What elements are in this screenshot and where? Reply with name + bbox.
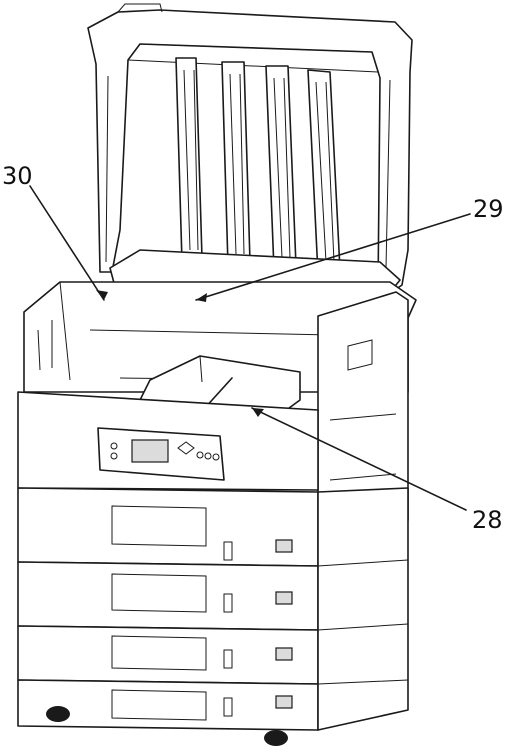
paper-tray-1 bbox=[17, 487, 319, 567]
image-drum-4 bbox=[307, 69, 341, 275]
paper-tray-4 bbox=[17, 679, 319, 731]
leader-line-29 bbox=[195, 213, 471, 301]
tray-side bbox=[317, 487, 409, 731]
front-panel bbox=[17, 391, 319, 491]
image-drum-2 bbox=[221, 61, 251, 267]
leader-line-30 bbox=[29, 185, 105, 301]
paper-tray-3 bbox=[17, 625, 319, 685]
callout-30: 30 bbox=[2, 162, 33, 190]
side-panel bbox=[317, 291, 409, 527]
paper-tray-2 bbox=[17, 561, 319, 631]
caster-wheels bbox=[46, 706, 288, 746]
image-drum-1 bbox=[175, 57, 203, 263]
callout-29: 29 bbox=[473, 195, 504, 223]
leader-line-28 bbox=[251, 407, 467, 511]
callout-28: 28 bbox=[472, 506, 503, 534]
image-drum-3 bbox=[265, 65, 297, 271]
